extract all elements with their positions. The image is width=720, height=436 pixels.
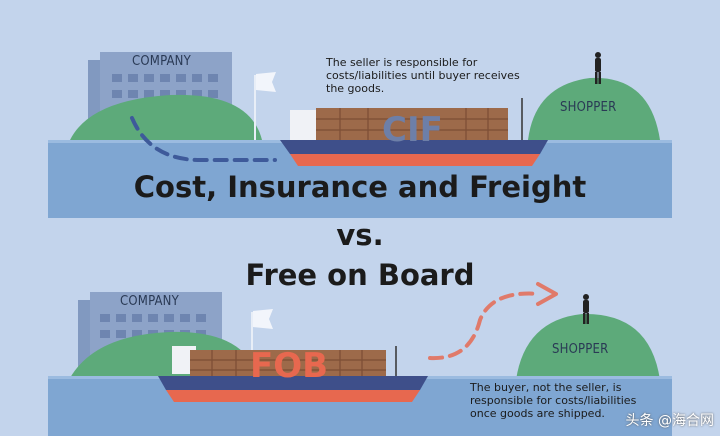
bottom-scene: [48, 282, 672, 436]
route-dashed-red: [428, 291, 542, 361]
cif-cargo-label: CIF: [382, 110, 443, 150]
shopper-hill-bottom: [516, 313, 660, 380]
company-label-bottom: COMPANY: [120, 294, 179, 309]
seller-responsibility-note: The seller is responsible for costs/liab…: [326, 56, 520, 95]
company-label-top: COMPANY: [132, 54, 191, 69]
shopper-hill-top: [528, 77, 660, 140]
company-hill-top: [70, 94, 262, 140]
fob-ship: [158, 346, 428, 402]
shopper-figure-icon: [595, 52, 601, 84]
title-free-on-board: Free on Board: [245, 258, 475, 292]
flag-icon: [253, 309, 273, 329]
fob-cargo-label: FOB: [250, 346, 329, 386]
arrow-head-icon: [536, 282, 558, 306]
route-dashed-blue: [130, 116, 277, 162]
title-vs: vs.: [336, 218, 384, 252]
flag-icon: [256, 72, 276, 92]
shopper-label-bottom: SHOPPER: [552, 342, 609, 357]
top-scene: [48, 52, 672, 218]
buyer-responsibility-note: The buyer, not the seller, is responsibl…: [470, 381, 637, 420]
watermark: 头条 @海合网: [625, 413, 714, 429]
title-cost-insurance-freight: Cost, Insurance and Freight: [133, 170, 587, 204]
cif-ship: [280, 98, 548, 166]
shopper-figure-icon: [583, 294, 589, 324]
shopper-label-top: SHOPPER: [560, 100, 617, 115]
